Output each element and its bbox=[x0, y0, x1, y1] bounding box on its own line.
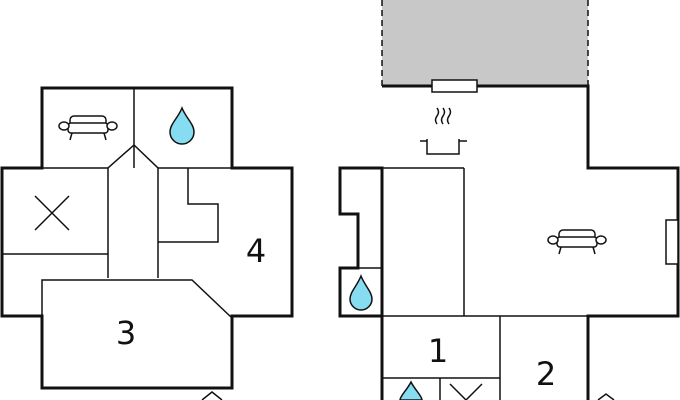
cross-icon bbox=[449, 383, 483, 400]
water-drop-icon bbox=[399, 380, 423, 400]
cooking-pot-icon bbox=[420, 107, 467, 155]
entrance-marker bbox=[201, 391, 223, 400]
water-drop-icon bbox=[169, 105, 195, 145]
window bbox=[431, 79, 478, 93]
stair-wall bbox=[107, 143, 159, 278]
cross-icon bbox=[34, 195, 70, 231]
room-label-4: 4 bbox=[246, 232, 266, 270]
window bbox=[665, 219, 679, 265]
sofa-icon bbox=[58, 115, 118, 141]
room-3-wall bbox=[41, 279, 233, 319]
terrace-area bbox=[382, 0, 588, 86]
closet-wall bbox=[158, 168, 219, 243]
right-floor-plan bbox=[338, 84, 680, 400]
right-interior-walls bbox=[340, 167, 588, 400]
water-drop-icon bbox=[349, 273, 373, 311]
room-label-3: 3 bbox=[116, 314, 136, 352]
right-outer-wall bbox=[338, 84, 680, 400]
left-interior-walls bbox=[2, 88, 233, 319]
room-label-1: 1 bbox=[428, 332, 448, 370]
entrance-marker bbox=[597, 393, 615, 400]
room-label-2: 2 bbox=[536, 355, 556, 393]
sofa-icon bbox=[547, 229, 607, 255]
